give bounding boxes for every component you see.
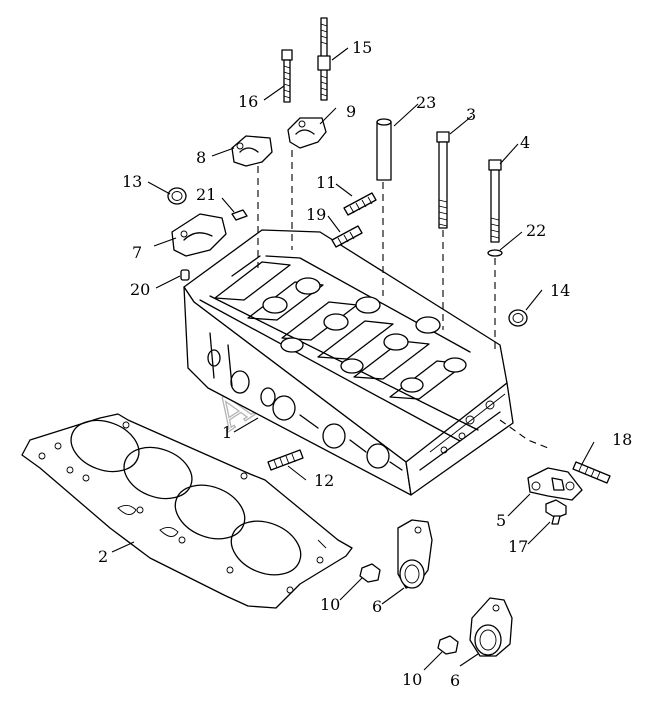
stud-15 [317,17,331,101]
callout-16: 16 [238,92,258,111]
callout-8: 8 [196,148,206,167]
callout-13: 13 [122,172,142,191]
callout-labels: 15 16 23 3 9 4 8 13 11 21 19 22 7 20 14 … [98,38,632,690]
seal-14 [508,309,528,327]
callout-2: 2 [98,547,108,566]
sleeve-23 [376,118,392,181]
stud-12 [267,449,304,471]
cylinder-head [183,229,514,496]
key-21 [231,209,248,221]
callout-6-lower: 6 [450,671,460,690]
callout-18: 18 [612,430,632,449]
bolt-16 [281,49,293,103]
expansion-plug-13 [167,187,187,205]
callout-15: 15 [352,38,372,57]
camshaft-cap-7 [171,213,227,257]
callout-6-upper: 6 [372,597,382,616]
callout-12: 12 [314,471,334,490]
callout-17: 17 [508,537,528,556]
bolt-17 [545,499,567,525]
stud-11 [343,192,377,216]
assembly-lines [257,150,549,449]
head-gasket [21,413,353,609]
callout-14: 14 [550,281,570,300]
sensor-bracket-5 [527,467,583,501]
callout-19: 19 [306,205,326,224]
callout-10-upper: 10 [320,595,340,614]
callout-1: 1 [222,423,232,442]
callout-22: 22 [526,221,546,240]
callout-5: 5 [496,511,506,530]
callout-4: 4 [520,133,530,152]
water-outlet-6-upper [397,519,433,589]
callout-9: 9 [346,102,356,121]
camshaft-cap-8 [231,135,273,167]
stud-19 [331,225,363,248]
head-bolt-3 [436,131,450,229]
callout-11: 11 [316,173,336,192]
bolt-10-upper [359,563,381,583]
bolt-10-lower [437,635,459,655]
callout-7: 7 [132,243,142,262]
stud-18 [572,461,611,484]
callout-23: 23 [416,93,436,112]
dowel-pin-20 [180,269,190,281]
callout-20: 20 [130,280,150,299]
leader-lines [111,47,595,671]
callout-3: 3 [466,105,476,124]
callout-21: 21 [196,185,216,204]
water-outlet-6-lower [469,597,513,657]
callout-10-lower: 10 [402,670,422,689]
camshaft-cap-9 [287,117,327,149]
bolt-4 [488,159,502,243]
washer-22 [487,249,503,257]
